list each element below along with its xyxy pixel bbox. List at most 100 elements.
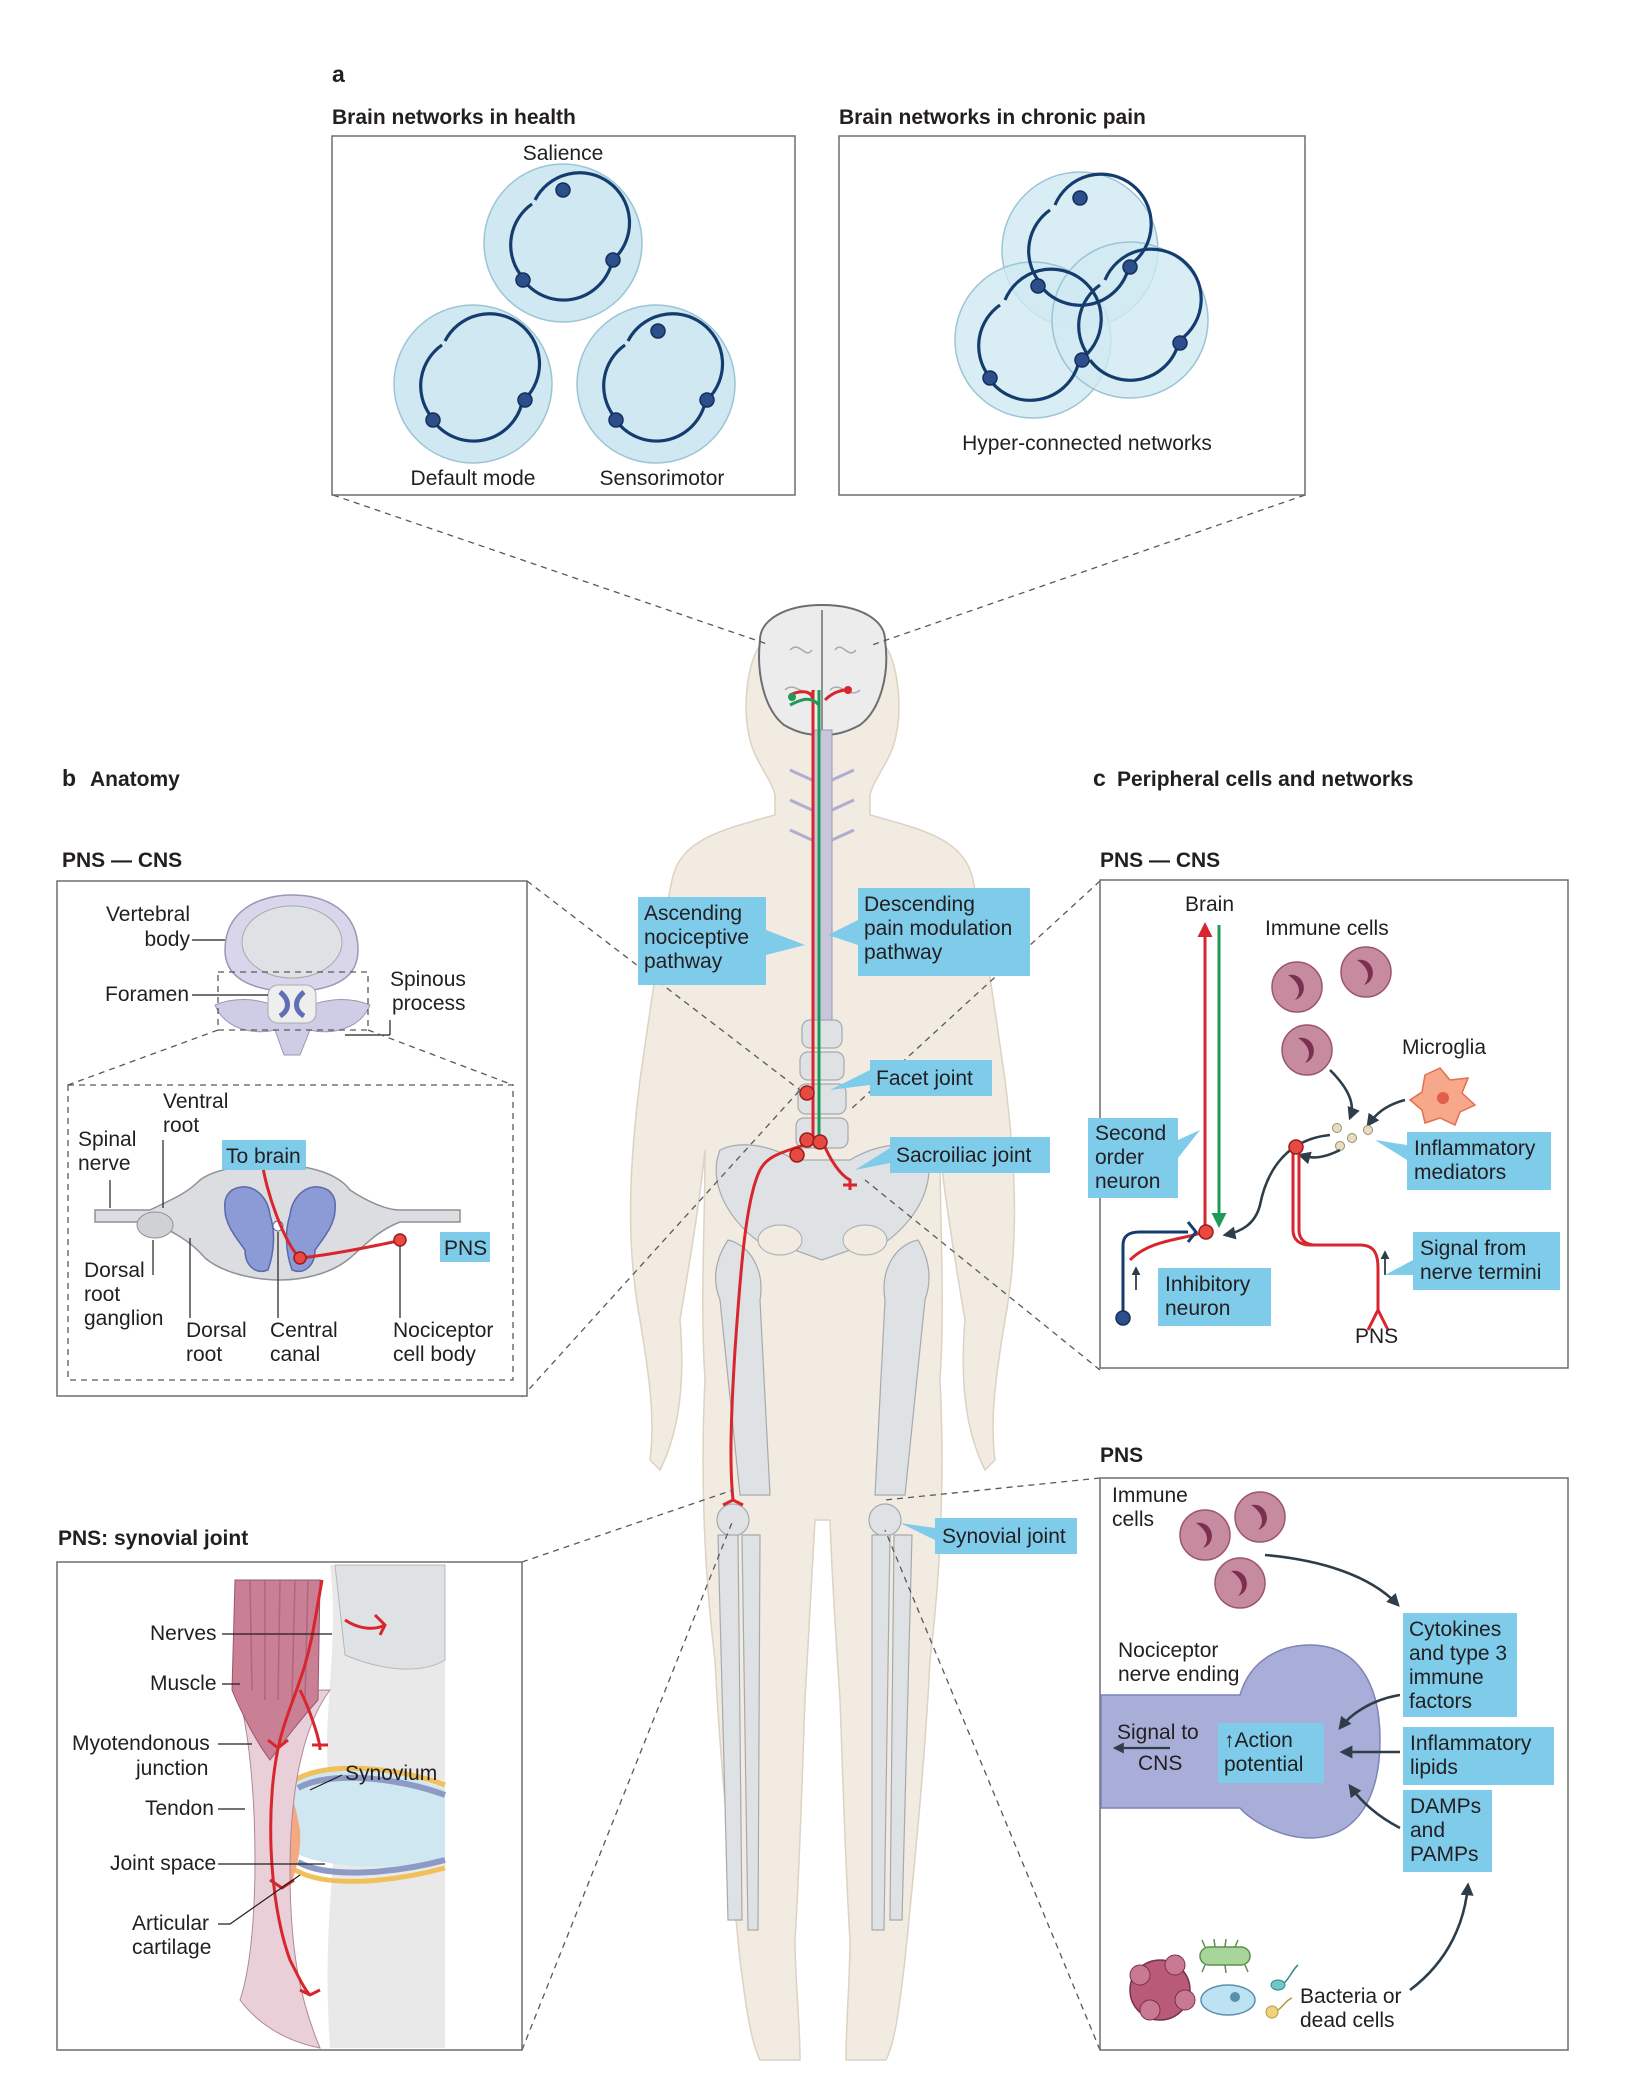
signal-cns-label-2: CNS (1138, 1752, 1182, 1775)
action-potential-label-2: potential (1224, 1753, 1303, 1776)
signal-cns-label-1: Signal to (1117, 1721, 1199, 1744)
to-brain-label: To brain (226, 1145, 301, 1168)
anatomy-title: Anatomy (90, 768, 180, 791)
central-canal-label-2: canal (270, 1343, 320, 1366)
c-immune-cells (1271, 946, 1392, 1076)
salience-network (483, 163, 643, 323)
panel-c: c Peripheral cells and networks PNS — CN… (1088, 765, 1569, 2051)
ventral-root-label-2: root (163, 1114, 199, 1137)
vertebral-body-label-2: body (144, 928, 190, 951)
cytokines-label-2: and type 3 (1409, 1642, 1507, 1665)
panel-c-letter: c (1093, 765, 1106, 791)
nociceptor-label-2: cell body (393, 1343, 476, 1366)
c-pns-small-label: PNS (1355, 1325, 1398, 1348)
hyper-label: Hyper-connected networks (962, 432, 1212, 455)
to-brain-tag (222, 1140, 306, 1170)
right-femur (874, 1239, 930, 1496)
spinal-nerve-label-2: nerve (78, 1152, 131, 1175)
foramen-label: Foramen (105, 983, 189, 1006)
default-mode-label: Default mode (411, 467, 536, 490)
inhibitory-neuron-line (1121, 1230, 1188, 1315)
spinous-label-1: Spinous (390, 968, 466, 991)
noci-ending-label-2: nerve ending (1118, 1663, 1239, 1686)
bacteria-dead-cells (1129, 1938, 1299, 2021)
descending-label-2: pain modulation (864, 917, 1012, 940)
central-canal-label-1: Central (270, 1319, 338, 1342)
articular-label-1: Articular (132, 1912, 209, 1935)
inhibitory-label-2: neuron (1165, 1297, 1230, 1320)
panel-a-letter: a (332, 61, 345, 87)
c-pns-title: PNS (1100, 1444, 1143, 1467)
sacroiliac-tag (890, 1137, 1050, 1173)
vertebra-illustration (214, 894, 371, 1056)
synovium-label: Synovium (345, 1762, 437, 1785)
salience-label: Salience (523, 142, 604, 165)
ascending-label-2: nociceptive (644, 926, 749, 949)
articular-label-2: cartilage (132, 1936, 211, 1959)
body-tags: Ascending nociceptive pathway Descending… (638, 888, 1077, 1554)
c-immune-cells-label: Immune cells (1265, 917, 1389, 940)
damps-label-1: DAMPs (1410, 1795, 1481, 1818)
inhibitory-label-1: Inhibitory (1165, 1273, 1251, 1296)
b-pns-label: PNS (444, 1237, 487, 1260)
default-mode-network (393, 304, 553, 464)
facet-label: Facet joint (876, 1067, 973, 1090)
lipids-tag (1403, 1727, 1554, 1785)
inflammatory-mediators-dots (1332, 1123, 1373, 1151)
synovial-joint-label: Synovial joint (942, 1525, 1066, 1548)
dorsal-root-label-2: root (186, 1343, 222, 1366)
pns-afferent (1291, 1147, 1380, 1310)
lipids-label-2: lipids (1410, 1756, 1458, 1779)
inflammatory-mediators-tag (1407, 1132, 1551, 1190)
synovial-joint-tag (935, 1518, 1077, 1554)
nociceptor-label-1: Nociceptor (393, 1319, 493, 1342)
action-potential-tag (1218, 1723, 1324, 1783)
damps-tag (1403, 1790, 1492, 1872)
hyper-connected-networks (954, 171, 1209, 419)
chronic-title: Brain networks in chronic pain (839, 106, 1146, 129)
cytokines-label-4: factors (1409, 1690, 1472, 1713)
human-body (629, 603, 1016, 2061)
descending-tag (858, 888, 1030, 976)
synovial-title: PNS: synovial joint (58, 1527, 248, 1550)
cytokines-tag (1403, 1613, 1517, 1717)
sensorimotor-network (576, 304, 736, 464)
descending-label-3: pathway (864, 941, 943, 964)
drg-label-1: Dorsal (84, 1259, 145, 1282)
left-knee (716, 1503, 750, 1537)
spinous-label-2: process (392, 992, 466, 1015)
bacteria-label-2: dead cells (1300, 2009, 1395, 2032)
tendon-label: Tendon (145, 1797, 214, 1820)
microglia-label: Microglia (1402, 1036, 1486, 1059)
c-immune-label-2: cells (1112, 1508, 1154, 1531)
nerves-label: Nerves (150, 1622, 217, 1645)
noci-ending-label-1: Nociceptor (1118, 1639, 1218, 1662)
left-femur (715, 1239, 771, 1496)
brain-label: Brain (1185, 893, 1234, 916)
signal-termini-label-1: Signal from (1420, 1237, 1526, 1260)
peripheral-title: Peripheral cells and networks (1117, 768, 1413, 791)
leg-nerve (729, 1138, 814, 1501)
synovial-joint-illustration (231, 1564, 447, 2049)
signal-termini-label-2: nerve termini (1420, 1261, 1541, 1284)
muscle-label: Muscle (150, 1672, 217, 1695)
spinal-cord-zoom (67, 1084, 514, 1381)
sacroiliac-label: Sacroiliac joint (896, 1144, 1032, 1167)
health-title: Brain networks in health (332, 106, 576, 129)
myotendonous-label-1: Myotendonous (72, 1732, 210, 1755)
cytokines-label-1: Cytokines (1409, 1618, 1501, 1641)
spinal-nerve-label-1: Spinal (78, 1128, 136, 1151)
damps-label-2: and (1410, 1819, 1445, 1842)
ascending-tag (638, 897, 766, 985)
inhibitory-neuron-tag (1158, 1268, 1271, 1326)
drg-label-3: ganglion (84, 1307, 163, 1330)
second-order-tag (1088, 1118, 1178, 1198)
facet-tag (870, 1060, 992, 1096)
b-pns-tag (440, 1232, 490, 1262)
lipids-label-1: Inflammatory (1410, 1732, 1532, 1755)
second-order-label-2: order (1095, 1146, 1144, 1169)
c-immune-label-1: Immune (1112, 1484, 1188, 1507)
second-order-label-1: Second (1095, 1122, 1166, 1145)
pns-immune-cells (1179, 1491, 1286, 1609)
